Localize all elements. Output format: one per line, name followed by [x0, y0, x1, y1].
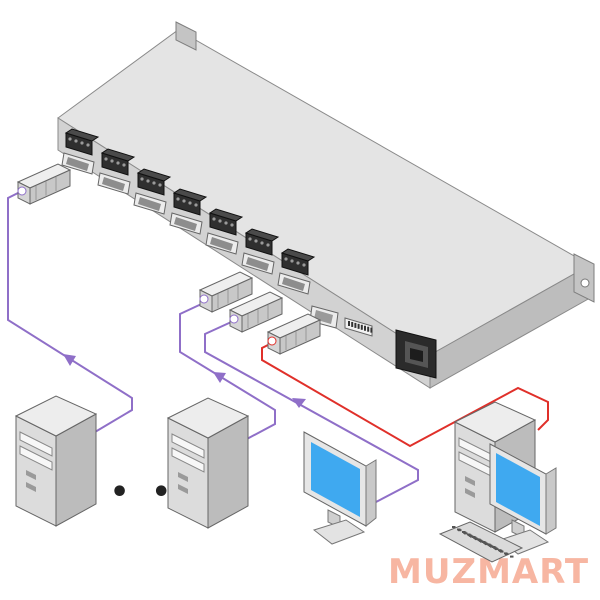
dip-switch	[344, 317, 373, 337]
rear-input-7	[277, 248, 316, 295]
plug-input-2	[198, 271, 254, 313]
workstation-screen	[496, 453, 540, 526]
plug-output	[266, 313, 322, 355]
rear-input-3	[133, 168, 172, 215]
rack-screw-hole	[580, 278, 590, 288]
rear-input-2	[97, 148, 136, 195]
source-computer-1	[14, 395, 98, 527]
rear-input-6	[241, 228, 280, 275]
cable-arrows	[63, 354, 306, 408]
workstation	[438, 401, 557, 563]
arrow-cable-1	[63, 354, 76, 366]
rack-ear-right	[573, 253, 595, 303]
arrow-cable-3	[292, 398, 306, 408]
plug-input-3	[228, 291, 284, 333]
arrow-cable-2	[213, 372, 226, 383]
plug-input-1	[16, 163, 72, 205]
source-computer-2	[166, 397, 250, 529]
monitor-screen	[311, 442, 360, 517]
cable-plugs	[16, 163, 322, 355]
rear-input-5	[205, 208, 244, 255]
rear-connector-group	[61, 128, 316, 295]
rack-ear-left	[175, 21, 197, 51]
rear-input-1	[61, 128, 100, 175]
workstation-monitor	[489, 443, 557, 555]
input-cable-3	[204, 317, 419, 503]
display-monitor	[303, 431, 377, 545]
rear-input-4	[169, 188, 208, 235]
keyboard	[438, 521, 524, 563]
input-cable-1	[7, 187, 133, 433]
power-inlet	[395, 329, 437, 379]
input-cable-2	[179, 299, 276, 441]
